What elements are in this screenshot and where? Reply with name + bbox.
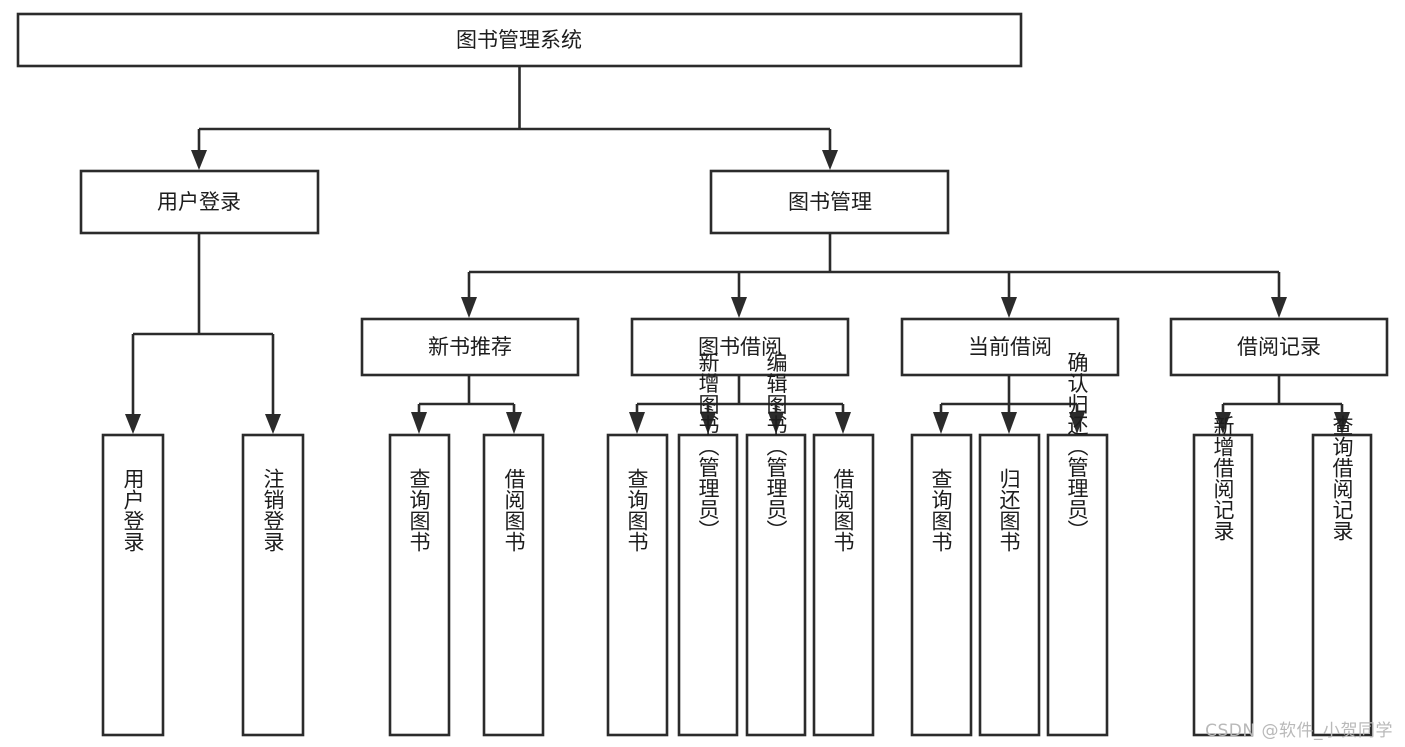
arrowhead-new-book-recommend — [461, 297, 477, 318]
node-leaf-confirm-return[interactable]: 确认归还（管理员） — [1046, 352, 1109, 737]
node-leaf-add-record-box[interactable] — [1192, 433, 1254, 737]
node-leaf-logout-login-box[interactable] — [241, 433, 305, 737]
arrowhead-leaf-edit-book — [768, 412, 784, 434]
node-book-management-label: 图书管理 — [788, 190, 872, 214]
node-leaf-logout-login-label: 注销登录 — [261, 468, 285, 552]
arrowhead-leaf-user-login — [125, 414, 141, 434]
node-leaf-query-book-2[interactable]: 查询图书 — [606, 433, 669, 737]
arrowhead-leaf-add-book — [700, 412, 716, 434]
node-current-borrow-box[interactable] — [900, 317, 1120, 377]
node-leaf-return-book-box[interactable] — [978, 433, 1041, 737]
node-borrow-record-label: 借阅记录 — [1237, 335, 1321, 359]
node-book-borrow[interactable]: 图书借阅 — [630, 317, 850, 377]
node-user-login[interactable]: 用户登录 — [79, 169, 320, 235]
connector-group-book-borrow — [629, 375, 851, 434]
node-book-borrow-box[interactable] — [630, 317, 850, 377]
arrowhead-book-borrow — [731, 297, 747, 318]
node-root-box[interactable] — [16, 12, 1023, 68]
node-leaf-return-book-label: 归还图书 — [997, 468, 1021, 552]
arrowhead-book-management — [822, 150, 838, 170]
node-leaf-query-book-1-label: 查询图书 — [407, 468, 431, 552]
node-leaf-query-record-box[interactable] — [1311, 433, 1373, 737]
arrowhead-leaf-query-book-2 — [629, 412, 645, 434]
node-borrow-record[interactable]: 借阅记录 — [1169, 317, 1389, 377]
node-leaf-borrow-book-1[interactable]: 借阅图书 — [482, 433, 545, 737]
node-book-management-box[interactable] — [709, 169, 950, 235]
node-root-label: 图书管理系统 — [456, 28, 582, 52]
node-leaf-add-record-label: 新增借阅记录 — [1211, 415, 1235, 541]
node-leaf-query-book-2-label: 查询图书 — [625, 468, 649, 552]
connector-group-root — [191, 66, 838, 170]
node-leaf-query-book-3[interactable]: 查询图书 — [910, 433, 973, 737]
node-leaf-query-book-1[interactable]: 查询图书 — [388, 433, 451, 737]
node-book-borrow-label: 图书借阅 — [698, 335, 782, 359]
node-new-book-recommend-box[interactable] — [360, 317, 580, 377]
arrowhead-user-login — [191, 150, 207, 170]
node-new-book-recommend[interactable]: 新书推荐 — [360, 317, 580, 377]
node-leaf-add-book[interactable]: 新增图书（管理员） — [677, 352, 739, 737]
arrowhead-leaf-query-book-3 — [933, 412, 949, 434]
arrowhead-current-borrow — [1001, 297, 1017, 318]
node-leaf-edit-book-box[interactable] — [745, 433, 807, 737]
node-leaf-query-book-3-box[interactable] — [910, 433, 973, 737]
node-leaf-edit-book[interactable]: 编辑图书（管理员） — [745, 352, 807, 737]
node-leaf-logout-login[interactable]: 注销登录 — [241, 433, 305, 737]
arrowhead-leaf-confirm-return — [1069, 412, 1085, 434]
node-leaf-confirm-return-label: 确认归还（管理员） — [1065, 352, 1089, 541]
node-leaf-query-book-2-box[interactable] — [606, 433, 669, 737]
node-leaf-user-login-box[interactable] — [101, 433, 165, 737]
node-user-login-label: 用户登录 — [157, 190, 241, 214]
node-current-borrow-label: 当前借阅 — [968, 335, 1052, 359]
node-leaf-edit-book-label: 编辑图书（管理员） — [764, 352, 788, 541]
node-leaf-query-record[interactable]: 查询借阅记录 — [1311, 415, 1373, 737]
node-root[interactable]: 图书管理系统 — [16, 12, 1023, 68]
node-leaf-borrow-book-2[interactable]: 借阅图书 — [812, 433, 875, 737]
node-leaf-confirm-return-box[interactable] — [1046, 433, 1109, 737]
connector-group-borrow-record — [1215, 375, 1350, 434]
connector-group-book-management — [461, 233, 1287, 318]
node-leaf-query-record-label: 查询借阅记录 — [1330, 415, 1354, 541]
node-book-management[interactable]: 图书管理 — [709, 169, 950, 235]
node-leaf-borrow-book-2-box[interactable] — [812, 433, 875, 737]
node-leaf-borrow-book-1-box[interactable] — [482, 433, 545, 737]
arrowhead-leaf-query-book-1 — [411, 412, 427, 434]
node-borrow-record-box[interactable] — [1169, 317, 1389, 377]
node-leaf-return-book[interactable]: 归还图书 — [978, 433, 1041, 737]
node-leaf-add-book-label: 新增图书（管理员） — [696, 352, 720, 541]
node-user-login-box[interactable] — [79, 169, 320, 235]
node-current-borrow[interactable]: 当前借阅 — [900, 317, 1120, 377]
arrowhead-borrow-record — [1271, 297, 1287, 318]
arrowhead-leaf-add-record — [1215, 412, 1231, 434]
node-leaf-query-book-3-label: 查询图书 — [929, 468, 953, 552]
node-leaf-add-record[interactable]: 新增借阅记录 — [1192, 415, 1254, 737]
node-leaf-user-login-label: 用户登录 — [121, 468, 145, 552]
connector-group-new-book-recommend — [411, 375, 522, 434]
node-leaf-query-book-1-box[interactable] — [388, 433, 451, 737]
connector-group-current-borrow — [933, 375, 1085, 434]
connector-group-user-login — [125, 233, 281, 434]
node-leaf-borrow-book-2-label: 借阅图书 — [831, 468, 855, 552]
arrowhead-leaf-borrow-book-2 — [835, 412, 851, 434]
arrowhead-leaf-query-record — [1334, 412, 1350, 434]
node-leaf-add-book-box[interactable] — [677, 433, 739, 737]
node-leaf-user-login[interactable]: 用户登录 — [101, 433, 165, 737]
arrowhead-leaf-return-book — [1001, 412, 1017, 434]
node-leaf-borrow-book-1-label: 借阅图书 — [502, 468, 526, 552]
arrowhead-leaf-borrow-book-1 — [506, 412, 522, 434]
arrowhead-leaf-logout-login — [265, 414, 281, 434]
node-new-book-recommend-label: 新书推荐 — [428, 335, 512, 359]
csdn-watermark: CSDN @软件_小贺同学 — [1205, 721, 1393, 741]
